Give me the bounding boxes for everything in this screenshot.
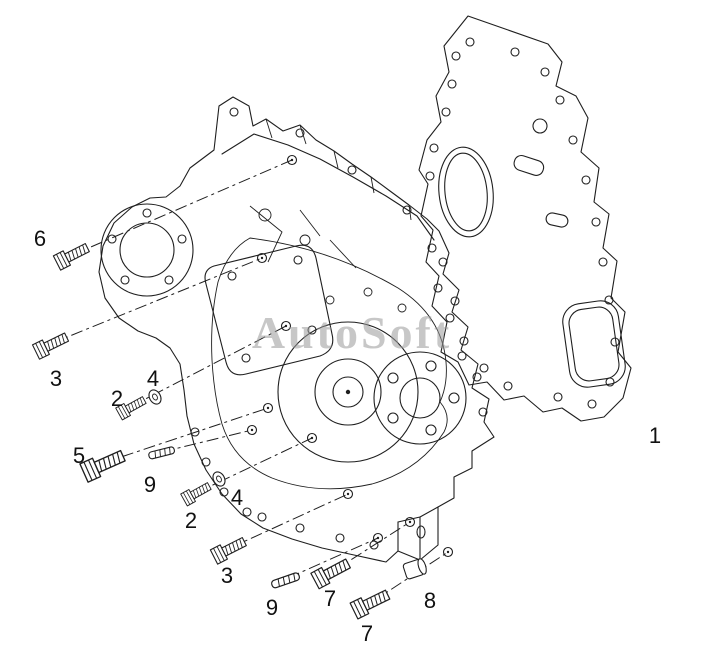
part-label-7b: 7	[361, 621, 373, 646]
pump-bore	[373, 351, 467, 445]
stud-9-icon	[147, 445, 176, 460]
flange-boss	[100, 203, 194, 297]
part-label-3: 3	[50, 366, 62, 391]
bolt-7b-icon	[349, 586, 393, 620]
cover-bolt-holes	[190, 107, 488, 550]
part-label-5: 5	[73, 443, 85, 468]
bolt-2b-icon	[180, 479, 214, 507]
leader-lines	[49, 159, 449, 603]
part-label-1: 1	[649, 423, 661, 448]
gasket-bolt-holes	[425, 37, 620, 409]
bolt-7-icon	[310, 555, 353, 590]
stud-9b-icon	[270, 571, 301, 590]
part-label-4: 4	[147, 366, 159, 391]
part-label-4b: 4	[231, 485, 243, 510]
part-label-3b: 3	[221, 563, 233, 588]
plug-8-icon	[401, 557, 429, 581]
bolt-3-icon	[31, 329, 71, 360]
part-label-7: 7	[324, 586, 336, 611]
part-labels: 6 3 2 4 5 9 2 4 3 9 7 8 7 1	[34, 226, 661, 646]
bolt-3b-icon	[209, 533, 249, 565]
part-label-2b: 2	[185, 508, 197, 533]
part-label-2: 2	[111, 386, 123, 411]
watermark: AutoSoft	[252, 307, 452, 358]
gasket-drawing	[418, 15, 632, 422]
washer-4b-icon	[210, 469, 228, 489]
bolt-5-icon	[79, 445, 128, 483]
bolt-6-icon	[52, 239, 92, 271]
crank-bore	[277, 321, 419, 463]
part-label-9b: 9	[266, 595, 278, 620]
part-label-6: 6	[34, 226, 46, 251]
part-label-9: 9	[144, 472, 156, 497]
part-label-8: 8	[424, 588, 436, 613]
leader-target-holes	[246, 154, 454, 558]
timing-cover-drawing	[98, 96, 495, 563]
